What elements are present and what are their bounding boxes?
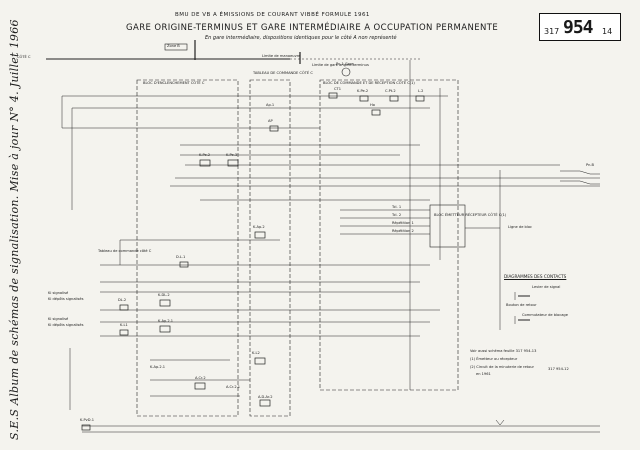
limit-manoeuvre-label: Limite de manoeuvre: [262, 54, 301, 58]
sheet-number: 954: [563, 17, 593, 38]
relay-label: K.DL.2: [158, 293, 170, 297]
relay-label: K.Pe.2: [357, 89, 369, 93]
header-line1: BMU DE VB A ÉMISSIONS DE COURANT VIBBÉ F…: [175, 12, 370, 18]
relay-label: Ho: [370, 103, 375, 107]
zone-label: Zone B: [167, 44, 180, 48]
relay-label: L.2: [418, 89, 424, 93]
relay-label: Ap.1: [266, 103, 275, 107]
left-label: Ki dépôts signalisés: [48, 297, 84, 301]
emitter-input: Répétition 1: [392, 221, 414, 225]
block-commande-reception: [319, 79, 459, 391]
legend-note: (2) Circuit de la minuterie de retour: [470, 365, 535, 369]
legend-note: (1) Émetteur ou récepteur: [470, 357, 518, 361]
relay-label: DL.2: [118, 298, 127, 302]
relay-label: K.Ap.2: [253, 225, 265, 229]
emitter-input: Répétition 2: [392, 229, 414, 233]
relay-label: C.Pt.2: [385, 89, 396, 93]
emitter-input: Tcl. 2: [392, 213, 402, 217]
emitter-input: Tcl. 1: [392, 205, 402, 209]
tableau-small-label: Tableau de commande côté C: [98, 249, 152, 253]
relay-label: K.L2: [252, 351, 260, 355]
sheet-number-box: 317 954 14: [539, 13, 621, 41]
relay-label: K.L1: [120, 323, 128, 327]
sheet-number-prefix: 317: [544, 27, 560, 36]
relay-label: K.Ap.2.1: [158, 319, 174, 323]
relay-label: K.Ap.2.1: [150, 365, 166, 369]
cote-label: CÔTÉ C: [17, 55, 31, 59]
relay-label: AP: [268, 119, 273, 123]
legend-item: Bouton de retour: [506, 303, 537, 307]
legend-item: Levier de signal: [532, 285, 561, 289]
relay-label: K.Pe.2: [199, 153, 211, 157]
left-label: Ki signalisé: [48, 291, 69, 295]
relay-label: A.Cr.2.1: [226, 385, 241, 389]
pn-gare-label: Pn.1 Gare: [336, 62, 354, 66]
diagram-subtitle: En gare intermédiaire, dispositions iden…: [205, 35, 397, 41]
block-commande-label: BLOC DE COMMANDE ET DE RÉCEPTION CÔTÉ C(…: [323, 81, 415, 85]
relay-label: CT1: [334, 87, 341, 91]
block-enclenchement: [136, 79, 239, 417]
left-label: Ki signalisé: [48, 317, 69, 321]
block-tableau-label: TABLEAU DE COMMANDE CÔTÉ C: [253, 71, 313, 75]
relay-label: D.L.1: [176, 255, 186, 259]
ligne-bloc-label: Ligne de bloc: [508, 225, 533, 229]
legend-note: en 1961: [476, 372, 491, 376]
block-enclenchement-label: BLOC D'ENCLENCHEMENT CÔTÉ C: [143, 81, 205, 85]
block-tableau: [249, 79, 291, 417]
limit-gare-label: Limite de gare origine-terminus: [312, 63, 369, 67]
zone-box: [164, 43, 188, 51]
legend-ref: 317 954-12: [548, 367, 569, 371]
left-label: Ki dépôts signalisés: [48, 323, 84, 327]
block-emetteur: [429, 204, 466, 248]
legend-item: Commutateur de blocage: [522, 313, 568, 317]
pn-symbol: [341, 67, 351, 77]
relay-label: K.PvD.1: [80, 418, 94, 422]
sheet-number-suffix: 14: [602, 27, 613, 36]
relay-label: A.Cr.2: [195, 376, 206, 380]
relay-label: A.D-Ar.2: [258, 395, 273, 399]
legend-note: Voir aussi schéma feuille 317 954-13: [470, 349, 537, 353]
relay-label: K.Pe.3: [226, 153, 238, 157]
diagram-title: GARE ORIGINE-TERMINUS ET GARE INTERMÉDIA…: [126, 23, 499, 33]
block-emetteur-label: BLOC ÉMETTEUR RÉCEPTEUR CÔTÉ C(1): [434, 213, 507, 217]
legend-title: DIAGRAMMES DES CONTACTS: [504, 274, 567, 279]
pn-b-label: Pn.B: [586, 163, 594, 167]
